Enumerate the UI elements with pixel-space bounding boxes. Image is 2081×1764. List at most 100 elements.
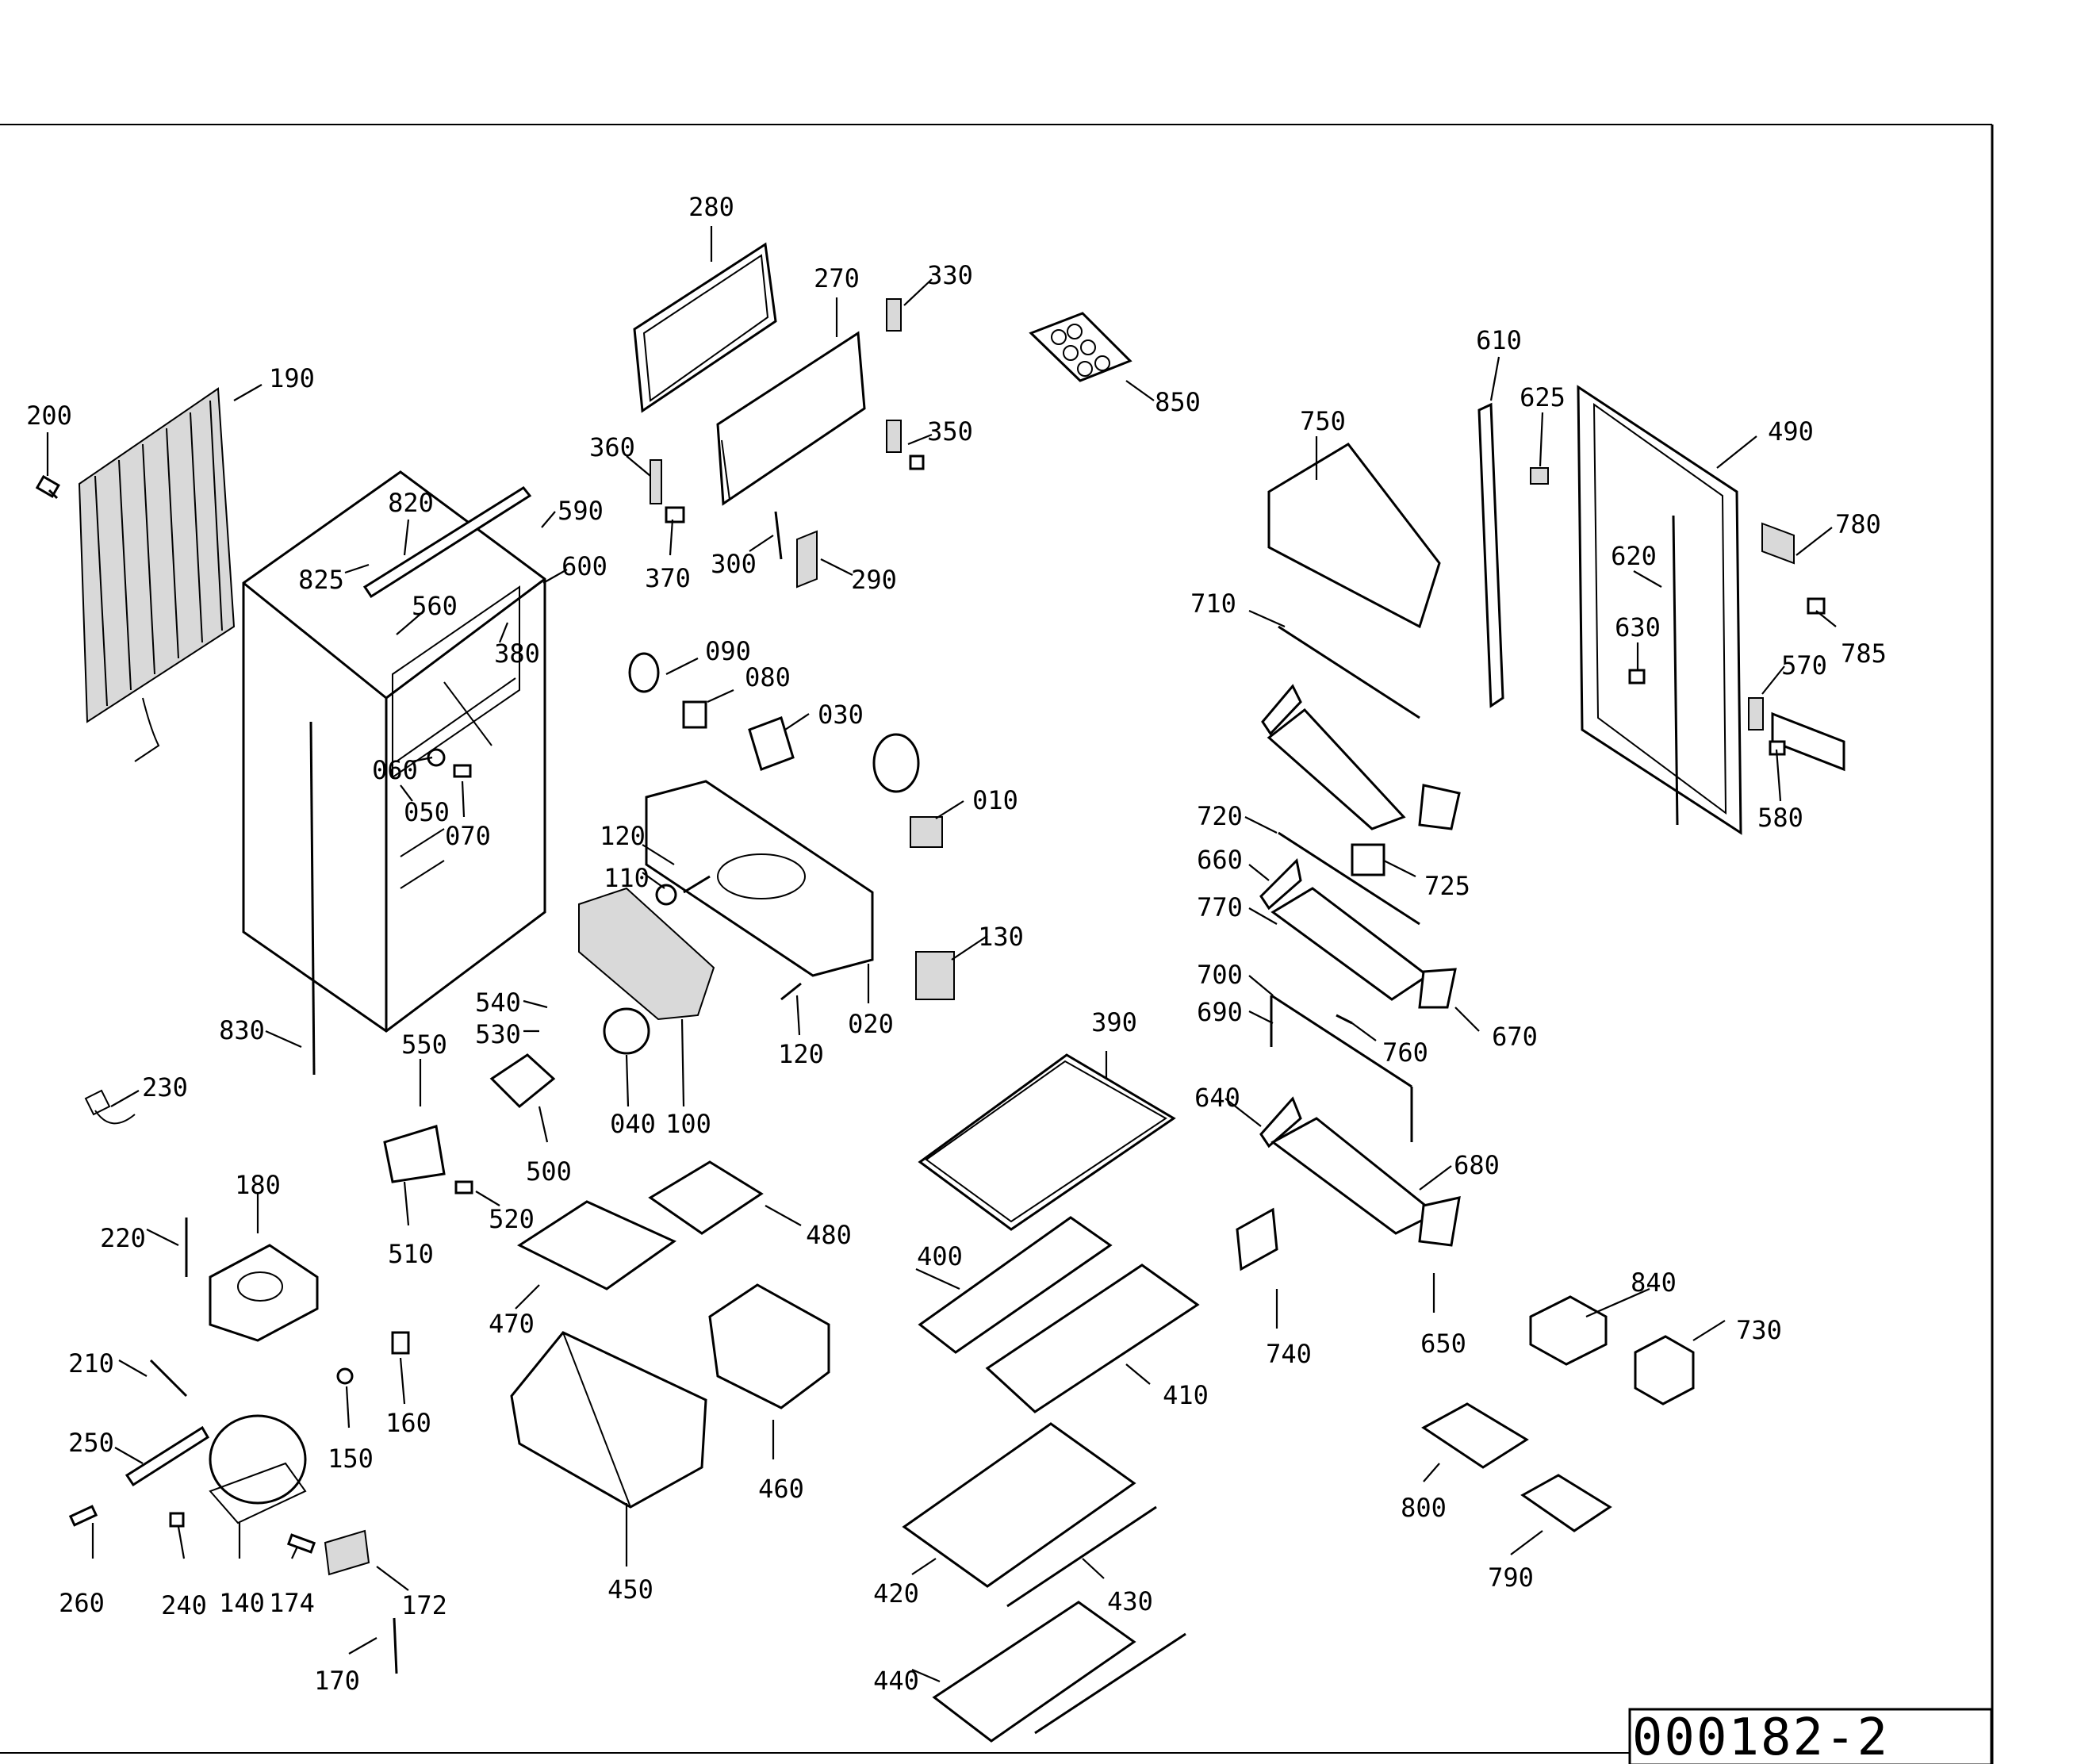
- part-label-120a: 120: [600, 821, 646, 851]
- hinge-330-drawing: [886, 298, 902, 332]
- part-label-540: 540: [475, 987, 521, 1018]
- box-180-drawing: [209, 1244, 319, 1342]
- part-label-600: 600: [561, 551, 607, 581]
- part-label-090: 090: [705, 636, 751, 666]
- part-label-170: 170: [314, 1666, 360, 1696]
- part-label-480: 480: [806, 1220, 852, 1250]
- bulb-090-drawing: [628, 652, 660, 693]
- part-label-620: 620: [1611, 541, 1657, 571]
- part-label-110: 110: [604, 863, 650, 893]
- part-label-830: 830: [219, 1015, 265, 1045]
- part-label-730: 730: [1736, 1315, 1782, 1345]
- part-725-drawing: [1351, 843, 1385, 876]
- part-label-710: 710: [1190, 589, 1236, 619]
- part-label-210: 210: [68, 1348, 114, 1379]
- part-label-390: 390: [1091, 1007, 1137, 1037]
- part-label-700: 700: [1197, 960, 1243, 990]
- part-label-680: 680: [1454, 1150, 1500, 1180]
- part-label-725: 725: [1424, 871, 1470, 901]
- bracket-250-drawing: [125, 1425, 210, 1487]
- egg-tray-790-drawing: [1520, 1474, 1612, 1532]
- part-label-150: 150: [328, 1444, 374, 1474]
- handle-290-drawing: [796, 530, 818, 589]
- part-label-560: 560: [412, 591, 458, 621]
- part-label-280: 280: [688, 192, 734, 222]
- part-160-drawing: [391, 1331, 410, 1355]
- part-label-625: 625: [1520, 382, 1566, 412]
- part-label-840: 840: [1631, 1267, 1677, 1298]
- part-label-250: 250: [68, 1428, 114, 1458]
- part-label-610: 610: [1476, 325, 1522, 355]
- part-label-174: 174: [269, 1588, 315, 1618]
- drawing-number: 000182-2: [1632, 1708, 1889, 1764]
- balcony-750-drawing: [1267, 443, 1441, 629]
- leader-lines: [46, 226, 1837, 1683]
- part-label-190: 190: [269, 363, 315, 393]
- part-label-670: 670: [1492, 1022, 1538, 1052]
- screw-070-drawing: [453, 764, 472, 778]
- part-label-120b: 120: [778, 1039, 824, 1069]
- gasket-280-drawing: [633, 242, 777, 413]
- hinge-350-drawing: [886, 420, 902, 453]
- hinge-510-drawing: [383, 1125, 446, 1183]
- rod-210-drawing: [149, 1359, 188, 1398]
- part-label-740: 740: [1266, 1339, 1312, 1369]
- part-label-300: 300: [711, 549, 757, 579]
- part-label-200: 200: [26, 401, 72, 431]
- part-label-690: 690: [1197, 997, 1243, 1027]
- shelf-410-drawing: [985, 1264, 1200, 1413]
- part-labels: 280 270 330 350 360 370 300 290 850 610 …: [26, 192, 1887, 1696]
- part-label-220: 220: [100, 1223, 146, 1253]
- crisper-450-drawing: [510, 1331, 707, 1509]
- screw-520-drawing: [454, 1180, 473, 1195]
- shelf-400-drawing: [918, 1216, 1113, 1354]
- compressor-140-drawing: [209, 1414, 307, 1524]
- part-label-330: 330: [927, 260, 973, 290]
- part-label-520: 520: [489, 1204, 535, 1234]
- egg-tray-850-drawing: [1029, 312, 1132, 382]
- part-label-530: 530: [475, 1019, 521, 1049]
- part-label-490: 490: [1768, 416, 1814, 447]
- part-label-660: 660: [1197, 845, 1243, 875]
- part-label-780: 780: [1835, 509, 1881, 539]
- cord-230-drawing: [84, 1089, 136, 1125]
- part-label-100: 100: [665, 1109, 711, 1139]
- part-label-420: 420: [873, 1578, 919, 1609]
- strip-610-drawing: [1477, 402, 1504, 708]
- title-block: 000182-2: [1628, 1708, 1993, 1764]
- part-label-510: 510: [388, 1239, 434, 1269]
- part-130-drawing: [915, 951, 955, 1000]
- part-label-820: 820: [388, 488, 434, 518]
- part-730-drawing: [1634, 1335, 1695, 1405]
- thermostat-010-drawing: [910, 816, 943, 848]
- part-label-750: 750: [1300, 406, 1346, 436]
- screw-370-drawing: [665, 506, 685, 523]
- part-label-440: 440: [873, 1666, 919, 1696]
- part-label-270: 270: [814, 263, 860, 293]
- strip-830-drawing: [309, 721, 316, 1076]
- hinge-500-drawing: [489, 1053, 556, 1109]
- part-625-drawing: [1530, 467, 1549, 485]
- glass-440-drawing: [932, 1601, 1136, 1743]
- part-label-030: 030: [818, 700, 864, 730]
- part-740-drawing: [1236, 1207, 1278, 1271]
- ring-010-drawing: [872, 733, 920, 793]
- part-label-785: 785: [1841, 638, 1887, 669]
- part-label-070: 070: [445, 821, 491, 851]
- duct-100-drawing: [578, 887, 715, 1021]
- part-170-drawing: [393, 1617, 398, 1674]
- glass-420-drawing: [902, 1422, 1136, 1588]
- part-label-650: 650: [1420, 1329, 1466, 1359]
- part-240-drawing: [169, 1512, 185, 1528]
- part-label-290: 290: [851, 565, 897, 595]
- part-label-470: 470: [489, 1309, 535, 1339]
- egg-tray-800-drawing: [1421, 1402, 1529, 1469]
- part-label-160: 160: [385, 1408, 431, 1438]
- part-840-drawing: [1529, 1295, 1608, 1366]
- screw-260-drawing: [68, 1505, 98, 1527]
- part-label-640: 640: [1194, 1083, 1240, 1113]
- part-label-080: 080: [745, 662, 791, 692]
- part-172-drawing: [324, 1529, 370, 1576]
- part-label-630: 630: [1615, 612, 1661, 642]
- part-label-350: 350: [927, 416, 973, 447]
